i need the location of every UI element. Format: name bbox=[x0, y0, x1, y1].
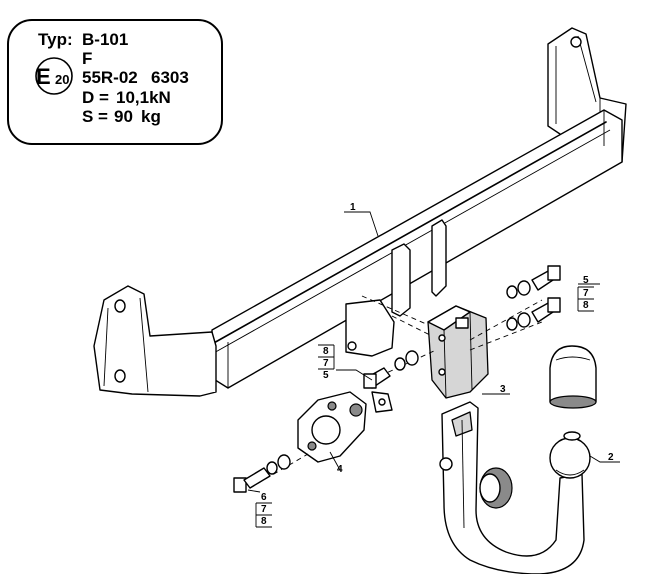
s-value-label: S = bbox=[82, 107, 108, 126]
part-labels: 1 2 3 4 5 7 8 8 7 5 6 7 8 bbox=[255, 202, 614, 528]
label-stack-lower-c: 8 bbox=[261, 516, 267, 527]
left-side-bracket bbox=[93, 285, 217, 397]
homologation-plate: Typ: B-101 F E 20 55R-02 6303 D = 10,1kN… bbox=[7, 19, 223, 145]
s-unit: kg bbox=[141, 107, 161, 126]
label-part-1: 1 bbox=[350, 202, 356, 213]
label-stack-left-b: 7 bbox=[323, 358, 329, 369]
d-value: 10,1kN bbox=[116, 88, 171, 107]
label-stack-upper-a: 5 bbox=[583, 275, 589, 286]
e-mark-number: 20 bbox=[55, 72, 69, 87]
mount-bracket bbox=[427, 305, 489, 399]
socket-plate bbox=[297, 391, 393, 463]
ball-cover-cap bbox=[549, 345, 597, 409]
lower-bolt-stack bbox=[233, 453, 309, 493]
label-part-2: 2 bbox=[608, 452, 614, 463]
leader-lines bbox=[247, 211, 620, 493]
label-stack-upper-b: 7 bbox=[583, 288, 589, 299]
left-bolt-stack bbox=[363, 349, 437, 389]
e-mark-circle bbox=[35, 57, 73, 95]
centre-flanges bbox=[345, 219, 447, 357]
label-stack-upper-c: 8 bbox=[583, 300, 589, 311]
label-stack-lower-b: 7 bbox=[261, 504, 267, 515]
label-stack-lower-a: 6 bbox=[261, 492, 267, 503]
crossbar bbox=[211, 109, 623, 389]
type-label: Typ: bbox=[38, 30, 73, 49]
label-stack-left-c: 5 bbox=[323, 370, 329, 381]
upper-bolt-stack bbox=[469, 265, 561, 351]
d-value-label: D = bbox=[82, 88, 109, 107]
e-mark-prefix: E bbox=[36, 64, 51, 89]
approval-number: 6303 bbox=[151, 68, 189, 87]
label-part-3: 3 bbox=[500, 384, 506, 395]
s-value: 90 bbox=[114, 107, 133, 126]
label-part-4: 4 bbox=[337, 464, 343, 475]
ball-neck bbox=[439, 401, 591, 574]
approval-code: 55R-02 bbox=[82, 68, 138, 87]
class-value: F bbox=[82, 49, 92, 68]
type-value: B-101 bbox=[82, 30, 128, 49]
label-stack-left-a: 8 bbox=[323, 346, 329, 357]
